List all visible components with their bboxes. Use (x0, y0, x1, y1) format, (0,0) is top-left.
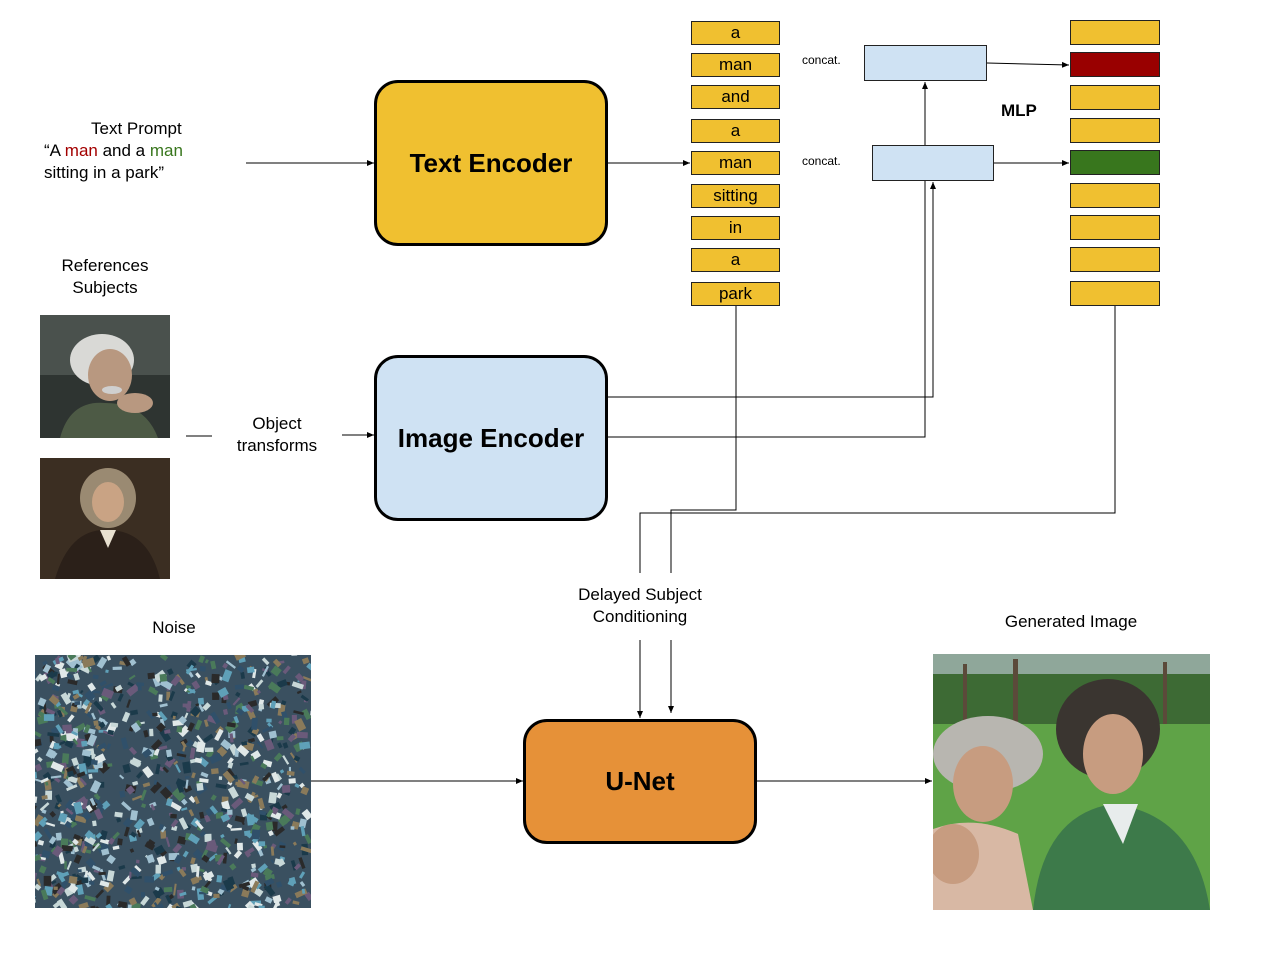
reference-photo-newton (40, 458, 170, 579)
embedding-0 (1070, 20, 1160, 45)
concat-label-bottom: concat. (802, 154, 841, 168)
token-5: sitting (691, 184, 780, 208)
concat-label-top: concat. (802, 53, 841, 67)
token-0: a (691, 21, 780, 45)
token-7: a (691, 248, 780, 272)
prompt-quote: “A (44, 141, 65, 160)
token-4: man (691, 151, 780, 175)
token-3: a (691, 119, 780, 143)
image-encoder-block: Image Encoder (374, 355, 608, 521)
generated-image (933, 654, 1210, 910)
token-2: and (691, 85, 780, 109)
text-prompt-line-1: “A man and a man (44, 140, 244, 162)
token-6: in (691, 216, 780, 240)
embedding-6 (1070, 215, 1160, 240)
mlp-label: MLP (1001, 101, 1037, 120)
unet-label: U-Net (605, 766, 675, 796)
embedding-2 (1070, 85, 1160, 110)
unet-block: U-Net (523, 719, 757, 844)
mlp-block-top (864, 45, 987, 81)
token-1: man (691, 53, 780, 77)
noise-label: Noise (152, 618, 196, 637)
reference-photo-einstein (40, 315, 170, 438)
prompt-and-a: and a (97, 141, 150, 160)
object-transforms-label: Object transforms (236, 414, 318, 455)
embedding-5 (1070, 183, 1160, 208)
text-encoder-label: Text Encoder (409, 147, 573, 178)
embedding-1 (1070, 52, 1160, 77)
references-subjects-label: References Subjects (61, 256, 149, 297)
embedding-3 (1070, 118, 1160, 143)
text-prompt-title: Text Prompt (91, 119, 182, 138)
embedding-8 (1070, 281, 1160, 306)
generated-image-label: Generated Image (1004, 612, 1138, 631)
embedding-4 (1070, 150, 1160, 175)
image-encoder-label: Image Encoder (397, 422, 585, 453)
embedding-7 (1070, 247, 1160, 272)
token-8: park (691, 282, 780, 306)
prompt-word-man-1: man (64, 141, 98, 160)
text-prompt: Text Prompt “A man and a man sitting in … (44, 118, 244, 184)
text-prompt-line-2: sitting in a park” (44, 163, 164, 182)
delayed-subject-conditioning-label: Delayed Subject Conditioning (578, 585, 702, 626)
noise-image (35, 655, 311, 908)
prompt-word-man-2: man (149, 141, 183, 160)
text-encoder-block: Text Encoder (374, 80, 608, 246)
mlp-block-bottom (872, 145, 994, 181)
